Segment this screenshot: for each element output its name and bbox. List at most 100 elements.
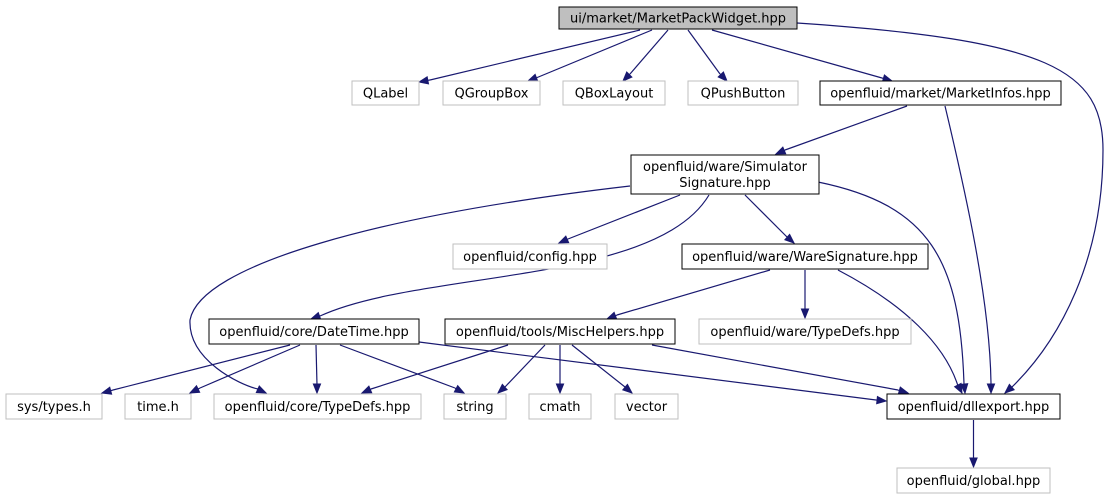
arrowhead	[255, 385, 268, 394]
edge-root-to-dllexport	[796, 22, 1104, 394]
edge-simsig-to-config	[557, 194, 681, 244]
edge-line	[817, 181, 965, 385]
edge-simsig-to-coretypedefs	[189, 185, 631, 394]
edge-line	[567, 194, 681, 240]
edge-datetime-to-coretypedefs	[312, 344, 322, 395]
edge-marketinfos-to-simsig	[774, 105, 908, 155]
node-marketinfos-hpp[interactable]: openfluid/market/MarketInfos.hpp	[819, 80, 1062, 106]
node-label: openfluid/dllexport.hpp	[898, 400, 1050, 415]
edge-line	[504, 344, 546, 388]
edge-line	[571, 344, 626, 388]
node-label-line-1: openfluid/ware/Simulator	[643, 160, 808, 175]
nodes-layer: ui/market/MarketPackWidget.hpp QLabel QG…	[5, 6, 1062, 494]
arrowhead	[309, 311, 322, 320]
arrowhead	[100, 386, 113, 395]
node-label: string	[456, 400, 493, 415]
node-label: openfluid/global.hpp	[907, 474, 1041, 489]
edge-mischelpers-to-vector	[571, 344, 634, 394]
edge-line	[339, 344, 456, 389]
edges-layer	[100, 22, 1104, 469]
arrowhead	[969, 457, 978, 469]
edge-line	[418, 341, 877, 401]
edge-line-tail	[110, 389, 114, 392]
node-simulator-signature-hpp[interactable]: openfluid/ware/Simulator Signature.hpp	[630, 154, 820, 195]
edge-line	[189, 185, 631, 390]
node-label: openfluid/ware/WareSignature.hpp	[692, 250, 918, 265]
node-root-marketpackwidget-hpp[interactable]: ui/market/MarketPackWidget.hpp	[558, 6, 798, 30]
edge-line-tail	[897, 389, 900, 392]
arrowhead	[312, 383, 322, 395]
node-vector[interactable]: vector	[614, 393, 679, 420]
arrowhead	[800, 308, 810, 320]
edge-line	[837, 269, 959, 387]
arrowhead	[453, 384, 466, 394]
node-label: ui/market/MarketPackWidget.hpp	[570, 12, 786, 27]
node-qpushbutton[interactable]: QPushButton	[687, 80, 799, 106]
edge-line	[687, 29, 721, 75]
node-dllexport-hpp[interactable]: openfluid/dllexport.hpp	[886, 393, 1061, 420]
node-qboxlayout[interactable]: QBoxLayout	[562, 80, 666, 106]
node-label: QPushButton	[701, 87, 786, 102]
arrowhead	[774, 146, 787, 155]
node-label: openfluid/config.hpp	[463, 250, 597, 265]
edge-mischelpers-to-cmath	[555, 345, 565, 395]
node-time-h[interactable]: time.h	[124, 393, 192, 420]
edge-root-to-marketinfos	[711, 29, 894, 83]
arrowhead	[188, 384, 201, 394]
edge-line	[429, 29, 641, 81]
edge-waresig-to-waretypedefs	[800, 270, 810, 320]
node-label: QBoxLayout	[575, 87, 654, 102]
edge-dllexport-to-global	[969, 420, 978, 469]
edge-marketinfos-to-dllexport	[944, 105, 996, 395]
node-qlabel[interactable]: QLabel	[351, 80, 420, 106]
edge-datetime-to-timeh	[188, 344, 301, 394]
node-global-hpp[interactable]: openfluid/global.hpp	[896, 467, 1051, 494]
arrowhead	[876, 395, 888, 405]
edge-line-tail	[615, 314, 618, 317]
arrowhead	[557, 235, 570, 244]
edge-mischelpers-to-string	[496, 344, 546, 394]
node-label: sys/types.h	[17, 400, 91, 415]
arrowhead	[897, 386, 910, 395]
edge-line	[616, 269, 771, 316]
node-mischelpers-hpp[interactable]: openfluid/tools/MiscHelpers.hpp	[444, 318, 676, 345]
arrowhead	[555, 383, 565, 395]
node-datetime-hpp[interactable]: openfluid/core/DateTime.hpp	[208, 318, 420, 345]
arrowhead	[605, 311, 618, 320]
edge-line	[319, 194, 710, 317]
node-config-hpp[interactable]: openfluid/config.hpp	[452, 243, 608, 270]
arrowhead	[953, 382, 963, 395]
arrowhead	[417, 75, 430, 85]
node-waresignature-hpp[interactable]: openfluid/ware/WareSignature.hpp	[681, 243, 929, 270]
edge-mischelpers-to-coretypedefs	[360, 344, 509, 394]
edge-root-to-qpushbutton	[687, 29, 728, 82]
node-string[interactable]: string	[443, 393, 507, 420]
edge-line	[199, 344, 301, 389]
node-core-typedefs-hpp[interactable]: openfluid/core/TypeDefs.hpp	[213, 393, 422, 420]
node-label: vector	[626, 400, 668, 415]
node-label: QLabel	[363, 87, 408, 102]
node-cmath[interactable]: cmath	[528, 393, 592, 420]
edge-datetime-to-string	[339, 344, 466, 394]
edge-root-to-qlabel	[417, 29, 641, 85]
edge-mischelpers-to-dllexport	[651, 344, 910, 395]
node-sys-types-h[interactable]: sys/types.h	[5, 393, 103, 420]
edge-line	[315, 344, 318, 386]
node-label: QGroupBox	[455, 87, 529, 102]
node-label: openfluid/ware/TypeDefs.hpp	[710, 325, 899, 340]
edge-line	[796, 22, 1104, 388]
edge-waresig-to-mischelpers	[605, 269, 771, 320]
edge-simsig-to-dllexport	[817, 181, 969, 395]
node-label: time.h	[137, 400, 179, 415]
node-ware-typedefs-hpp[interactable]: openfluid/ware/TypeDefs.hpp	[698, 318, 912, 345]
node-qgroupbox[interactable]: QGroupBox	[442, 80, 541, 106]
edge-line	[370, 344, 509, 390]
arrowhead	[360, 385, 373, 394]
edge-line	[535, 29, 653, 79]
edge-line-tail	[628, 73, 631, 76]
edge-line-tail	[197, 387, 201, 390]
edge-line-tail	[454, 387, 457, 390]
node-label: cmath	[539, 400, 580, 415]
edge-datetime-to-dllexport	[418, 341, 888, 405]
